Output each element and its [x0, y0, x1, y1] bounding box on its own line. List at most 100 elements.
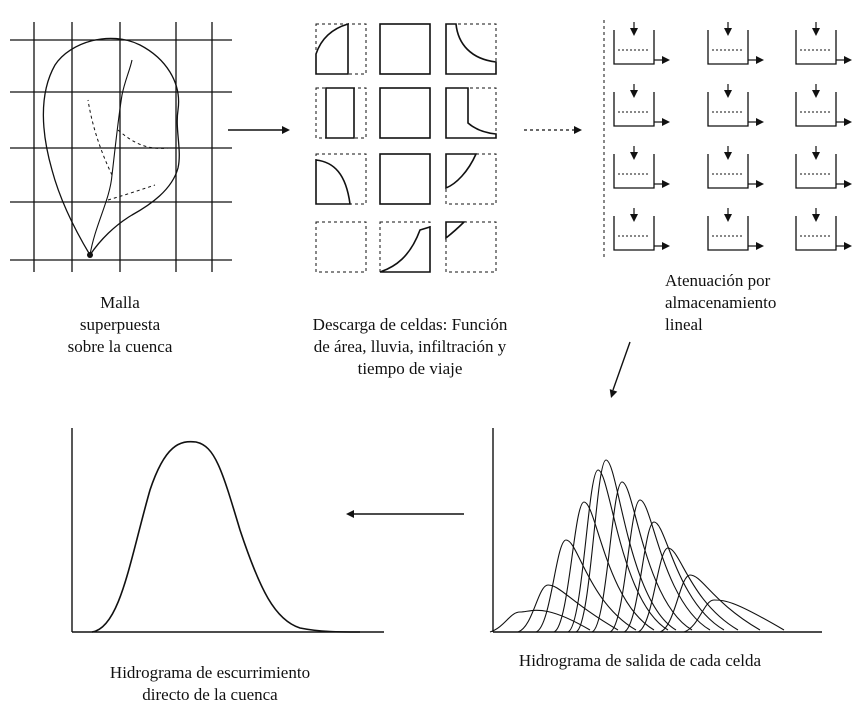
cell-hydrographs-plot	[489, 428, 822, 633]
grid-caption-line-2: superpuesta	[79, 315, 161, 334]
cell	[315, 22, 367, 75]
tank-walls	[707, 30, 749, 65]
outflow-arrow-head	[756, 56, 764, 64]
basin-hydrograph-caption-line-1: Hidrograma de escurrimiento	[109, 663, 311, 682]
storage-caption: Atenuación por almacenamiento lineal	[665, 270, 776, 336]
cell-hydrograph-curve	[575, 459, 677, 633]
outflow-arrow-head	[662, 56, 670, 64]
storage-tank	[795, 208, 852, 251]
inflow-arrow-head	[724, 90, 732, 98]
cell	[445, 87, 497, 139]
cell-basin-area	[379, 153, 431, 205]
outflow-arrow-head	[844, 242, 852, 250]
inflow-arrow-head	[812, 214, 820, 222]
inflow-arrow-head	[630, 214, 638, 222]
cell	[445, 153, 497, 205]
storage-tank	[795, 146, 852, 189]
tank-walls	[613, 92, 655, 127]
outflow-arrow-head	[662, 242, 670, 250]
tank-walls	[707, 154, 749, 189]
main-river	[89, 59, 133, 256]
cell-hydrograph-curve	[489, 609, 591, 633]
cell-hydrograph-curve	[659, 574, 761, 633]
cell	[315, 153, 367, 205]
storage-tank	[707, 208, 764, 251]
arrow-cells-to-storage-head	[574, 126, 582, 134]
cells-caption: Descarga de celdas: Función de área, llu…	[270, 314, 550, 380]
cell-boundary	[315, 87, 367, 139]
cell-hydrograph-curve	[591, 481, 693, 633]
cell-boundary	[379, 87, 431, 139]
cell-hydrograph-curve	[517, 584, 619, 633]
grid-caption: Malla superpuesta sobre la cuenca	[60, 292, 180, 358]
cell	[315, 221, 367, 273]
cell-hydrographs-caption: Hidrograma de salida de cada celda	[470, 650, 810, 672]
flow-arrows	[228, 126, 631, 518]
tank-walls	[613, 216, 655, 251]
cell-boundary	[445, 23, 497, 75]
cell-basin-area	[445, 153, 478, 190]
cell	[379, 87, 431, 139]
cell	[445, 23, 497, 75]
cell-hydrograph-curve	[683, 599, 785, 633]
cell-boundary	[315, 221, 367, 273]
cell-basin-area	[315, 159, 351, 205]
basin-hydrograph-plot	[71, 428, 384, 633]
tank-walls	[795, 154, 837, 189]
storage-tank	[613, 208, 670, 251]
outflow-arrow-head	[844, 180, 852, 188]
cell-discharge-panel	[315, 22, 497, 273]
inflow-arrow-head	[724, 28, 732, 36]
arrow-storage-to-hydrographs	[612, 341, 631, 391]
basin-outline	[42, 37, 180, 257]
cell-basin-area	[379, 225, 431, 273]
cell-basin-area	[315, 22, 349, 75]
grid-caption-line-1: Malla	[100, 293, 140, 312]
storage-tank	[795, 22, 852, 65]
inflow-arrow-head	[812, 152, 820, 160]
inflow-arrow-head	[724, 152, 732, 160]
basin-hydrograph-caption: Hidrograma de escurrimiento directo de l…	[60, 662, 360, 706]
storage-tank	[613, 146, 670, 189]
cell	[315, 87, 367, 139]
inflow-arrow-head	[630, 28, 638, 36]
cell-boundary	[379, 23, 431, 75]
cell	[445, 221, 497, 273]
cell	[379, 153, 431, 205]
cell-boundary	[445, 153, 497, 205]
arrow-hydrographs-to-basin-head	[346, 510, 354, 518]
arrow-grid-to-cells-head	[282, 126, 290, 134]
cell-hydrograph-curve	[553, 501, 655, 633]
inflow-arrow-head	[630, 90, 638, 98]
inflow-arrow-head	[812, 28, 820, 36]
cell-hydrograph-curve	[535, 539, 637, 633]
storage-tank	[707, 146, 764, 189]
inflow-arrow-head	[812, 90, 820, 98]
tank-walls	[795, 30, 837, 65]
grid-over-basin	[10, 22, 232, 272]
outflow-arrow-head	[756, 118, 764, 126]
basin-hydrograph-caption-line-2: directo de la cuenca	[142, 685, 278, 704]
storage-caption-line-2: almacenamiento	[665, 293, 777, 312]
tank-walls	[707, 216, 749, 251]
cell-boundary	[315, 23, 367, 75]
outflow-arrow-head	[662, 180, 670, 188]
basin-outlet	[87, 252, 93, 258]
outflow-arrow-head	[844, 118, 852, 126]
inflow-arrow-head	[724, 214, 732, 222]
outflow-arrow-head	[844, 56, 852, 64]
cells-caption-line-2: de área, lluvia, infiltración y	[313, 337, 507, 356]
cell-hydrograph-curve	[609, 499, 711, 633]
tank-walls	[707, 92, 749, 127]
cell-basin-area	[445, 221, 466, 240]
basin-subdivision	[87, 99, 113, 176]
basin-subdivision	[107, 184, 156, 201]
cell-boundary	[379, 153, 431, 205]
tank-walls	[795, 92, 837, 127]
cells-caption-line-1: Descarga de celdas: Función	[312, 315, 508, 334]
cell-basin-area	[445, 87, 497, 139]
grid-caption-line-3: sobre la cuenca	[67, 337, 173, 356]
storage-tank	[613, 22, 670, 65]
